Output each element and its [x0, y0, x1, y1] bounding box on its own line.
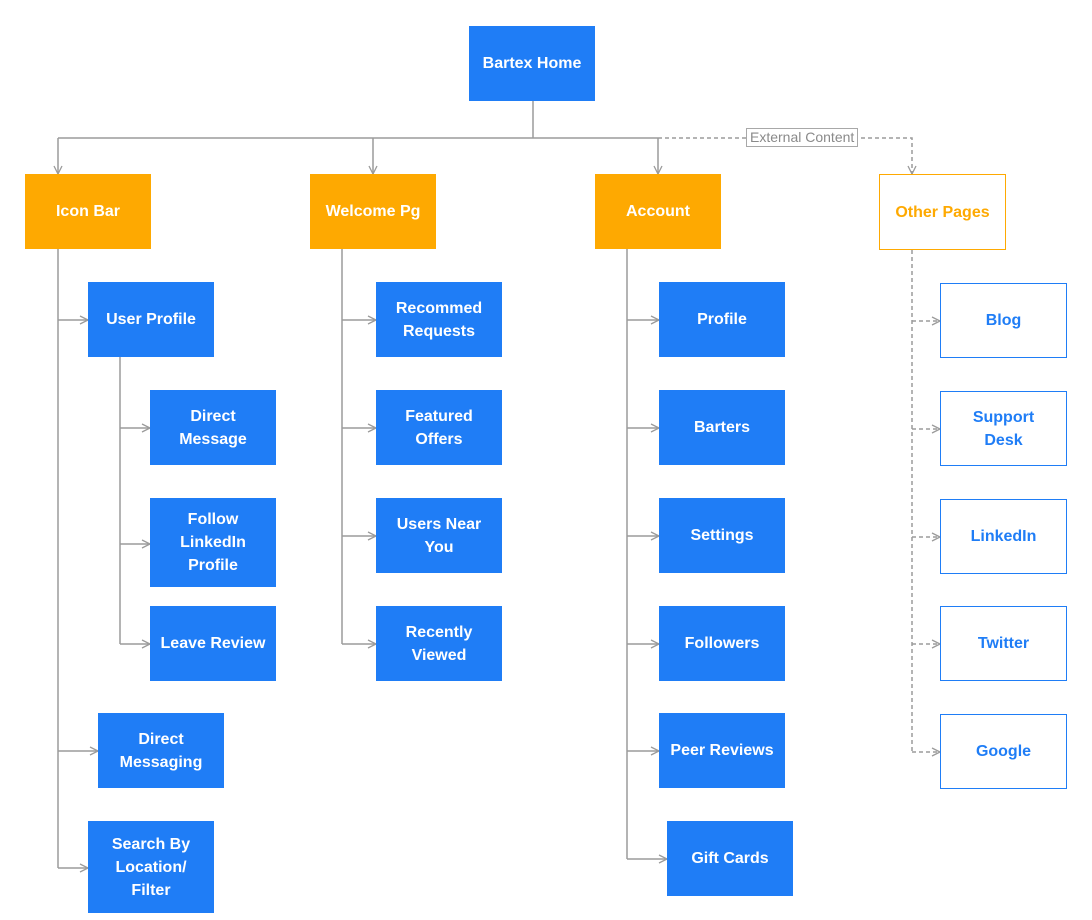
- external-content-label: External Content: [746, 128, 859, 147]
- node-support-desk[interactable]: Support Desk: [940, 391, 1067, 466]
- edge-external-content: [658, 137, 912, 174]
- node-linkedin[interactable]: LinkedIn: [940, 499, 1067, 574]
- node-icon-bar[interactable]: Icon Bar: [25, 174, 151, 249]
- node-other-pages[interactable]: Other Pages: [879, 174, 1006, 250]
- node-recommed-requests[interactable]: Recommed Requests: [376, 282, 502, 357]
- node-gift-cards[interactable]: Gift Cards: [667, 821, 793, 896]
- node-follow-linkedin-profile[interactable]: Follow LinkedIn Profile: [150, 498, 276, 587]
- node-settings[interactable]: Settings: [659, 498, 785, 573]
- node-peer-reviews[interactable]: Peer Reviews: [659, 713, 785, 788]
- node-barters[interactable]: Barters: [659, 390, 785, 465]
- node-search-by-location[interactable]: Search By Location/ Filter: [88, 821, 214, 913]
- node-account[interactable]: Account: [595, 174, 721, 249]
- node-direct-messaging[interactable]: Direct Messaging: [98, 713, 224, 788]
- node-featured-offers[interactable]: Featured Offers: [376, 390, 502, 465]
- node-user-profile[interactable]: User Profile: [88, 282, 214, 357]
- node-recently-viewed[interactable]: Recently Viewed: [376, 606, 502, 681]
- node-profile[interactable]: Profile: [659, 282, 785, 357]
- node-followers[interactable]: Followers: [659, 606, 785, 681]
- node-welcome-pg[interactable]: Welcome Pg: [310, 174, 436, 249]
- node-bartex-home[interactable]: Bartex Home: [469, 26, 595, 101]
- node-twitter[interactable]: Twitter: [940, 606, 1067, 681]
- node-users-near-you[interactable]: Users Near You: [376, 498, 502, 573]
- node-direct-message[interactable]: Direct Message: [150, 390, 276, 465]
- node-blog[interactable]: Blog: [940, 283, 1067, 358]
- node-google[interactable]: Google: [940, 714, 1067, 789]
- node-leave-review[interactable]: Leave Review: [150, 606, 276, 681]
